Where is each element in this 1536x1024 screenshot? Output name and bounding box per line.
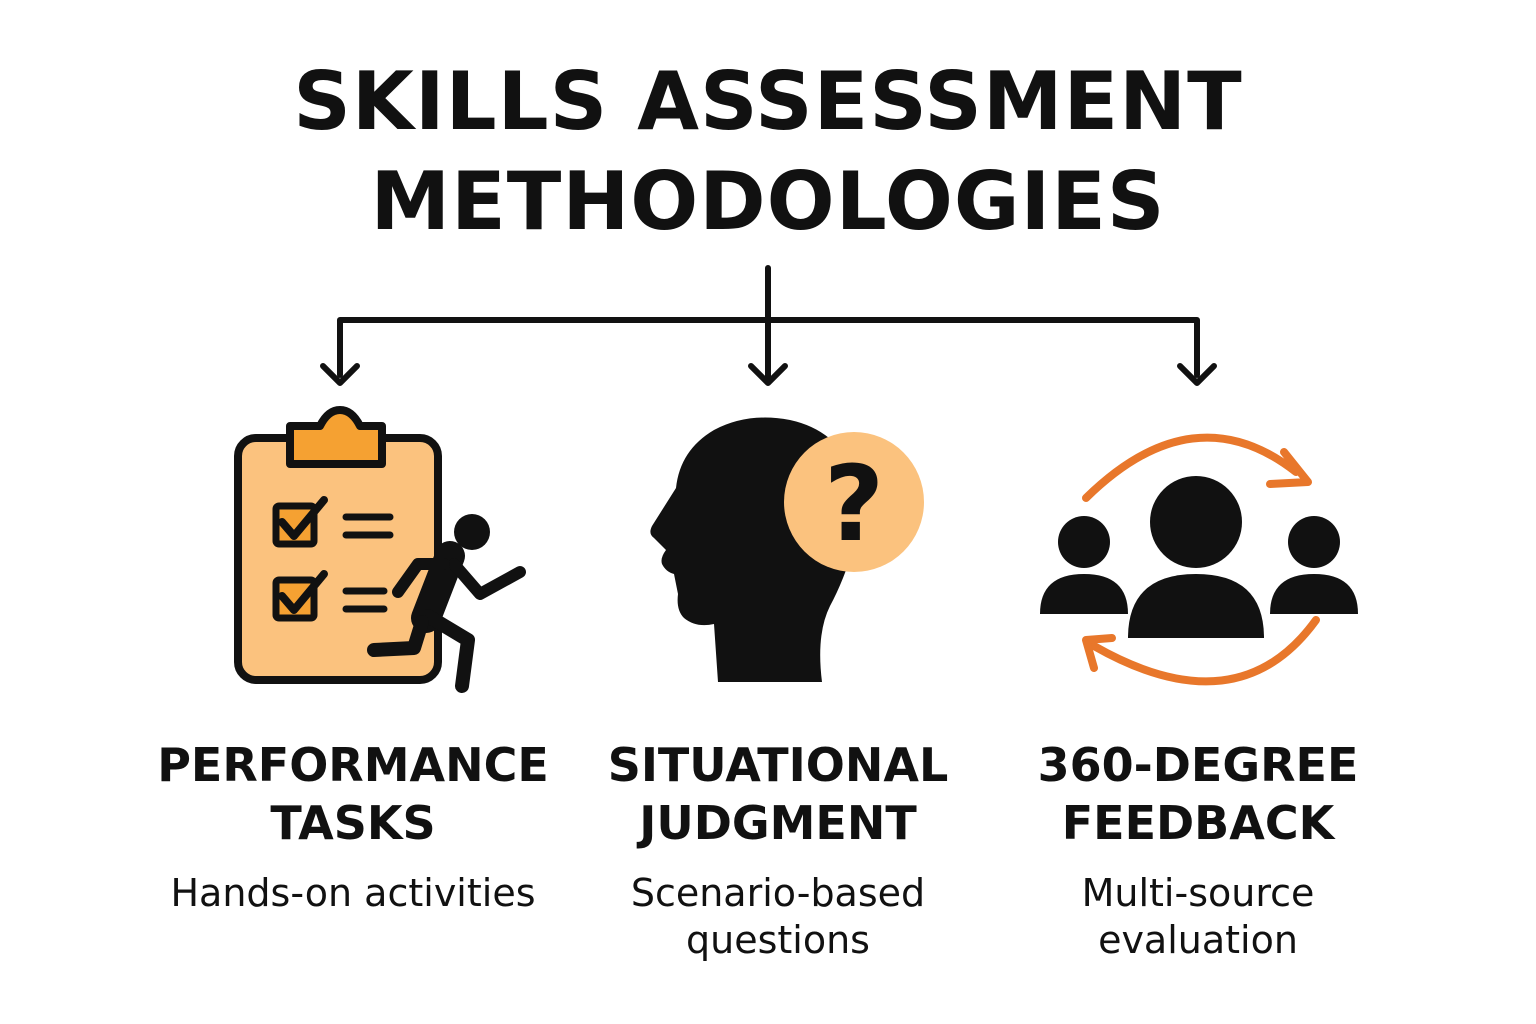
- method-heading-line-2: FEEDBACK: [1061, 796, 1335, 850]
- title-line-1: SKILLS ASSESSMENT: [293, 55, 1243, 148]
- checkbox-2: [272, 576, 318, 622]
- method-situational-judgment: SITUATIONAL JUDGMENT Scenario-based ques…: [558, 736, 998, 964]
- person-right-head: [1288, 516, 1340, 568]
- method-heading-line-2: TASKS: [270, 796, 436, 850]
- connector-branch: [337, 317, 1200, 378]
- method-heading: SITUATIONAL JUDGMENT: [558, 736, 998, 852]
- method-description: Hands-on activities: [133, 870, 573, 917]
- title-line-2: METHODOLOGIES: [370, 155, 1166, 248]
- method-heading: 360-DEGREE FEEDBACK: [978, 736, 1418, 852]
- cycle-arrowhead-bottom-icon: [1082, 634, 1116, 672]
- person-center-head: [1150, 476, 1242, 568]
- method-description-line-2: questions: [686, 918, 870, 962]
- method-heading-line-1: PERFORMANCE: [157, 738, 549, 792]
- clipboard-checklist-runner-icon: [234, 406, 526, 693]
- method-description-line-1: Hands-on activities: [170, 871, 536, 915]
- checkmark-1-icon: [278, 496, 328, 540]
- cycle-arc-bottom: [1090, 616, 1320, 686]
- person-center-body: [1128, 574, 1264, 638]
- method-description-line-1: Scenario-based: [630, 871, 926, 915]
- people-cycle-arrows-icon: [1040, 433, 1358, 686]
- arrowhead-left: [320, 363, 360, 386]
- method-description: Scenario-based questions: [558, 870, 998, 964]
- method-heading-line-1: SITUATIONAL: [607, 738, 949, 792]
- people-group-icon: [1040, 476, 1358, 638]
- clipboard-clip: [286, 406, 386, 468]
- running-person-icon: [367, 514, 526, 693]
- diagram-title: SKILLS ASSESSMENT METHODOLOGIES: [0, 52, 1536, 252]
- method-performance-tasks: PERFORMANCE TASKS Hands-on activities: [133, 736, 573, 917]
- method-description-line-1: Multi-source: [1081, 871, 1315, 915]
- person-left-head: [1058, 516, 1110, 568]
- cycle-arc-top: [1082, 433, 1300, 502]
- method-360-degree-feedback: 360-DEGREE FEEDBACK Multi-source evaluat…: [978, 736, 1418, 964]
- person-left-body: [1040, 574, 1128, 614]
- method-description-line-2: evaluation: [1098, 918, 1298, 962]
- arrowhead-center: [748, 363, 788, 386]
- method-heading: PERFORMANCE TASKS: [133, 736, 573, 852]
- checkbox-1: [272, 502, 318, 548]
- cycle-arrowhead-top-icon: [1266, 448, 1312, 488]
- checkmark-2-icon: [278, 570, 328, 614]
- method-heading-line-1: 360-DEGREE: [1037, 738, 1359, 792]
- thought-bubble: [784, 432, 924, 572]
- method-heading-line-2: JUDGMENT: [639, 796, 917, 850]
- arrowhead-right: [1177, 363, 1217, 386]
- person-right-body: [1270, 574, 1358, 614]
- method-description: Multi-source evaluation: [978, 870, 1418, 964]
- question-mark-icon: ?: [824, 443, 884, 565]
- head-question-mark-icon: ?: [650, 417, 924, 682]
